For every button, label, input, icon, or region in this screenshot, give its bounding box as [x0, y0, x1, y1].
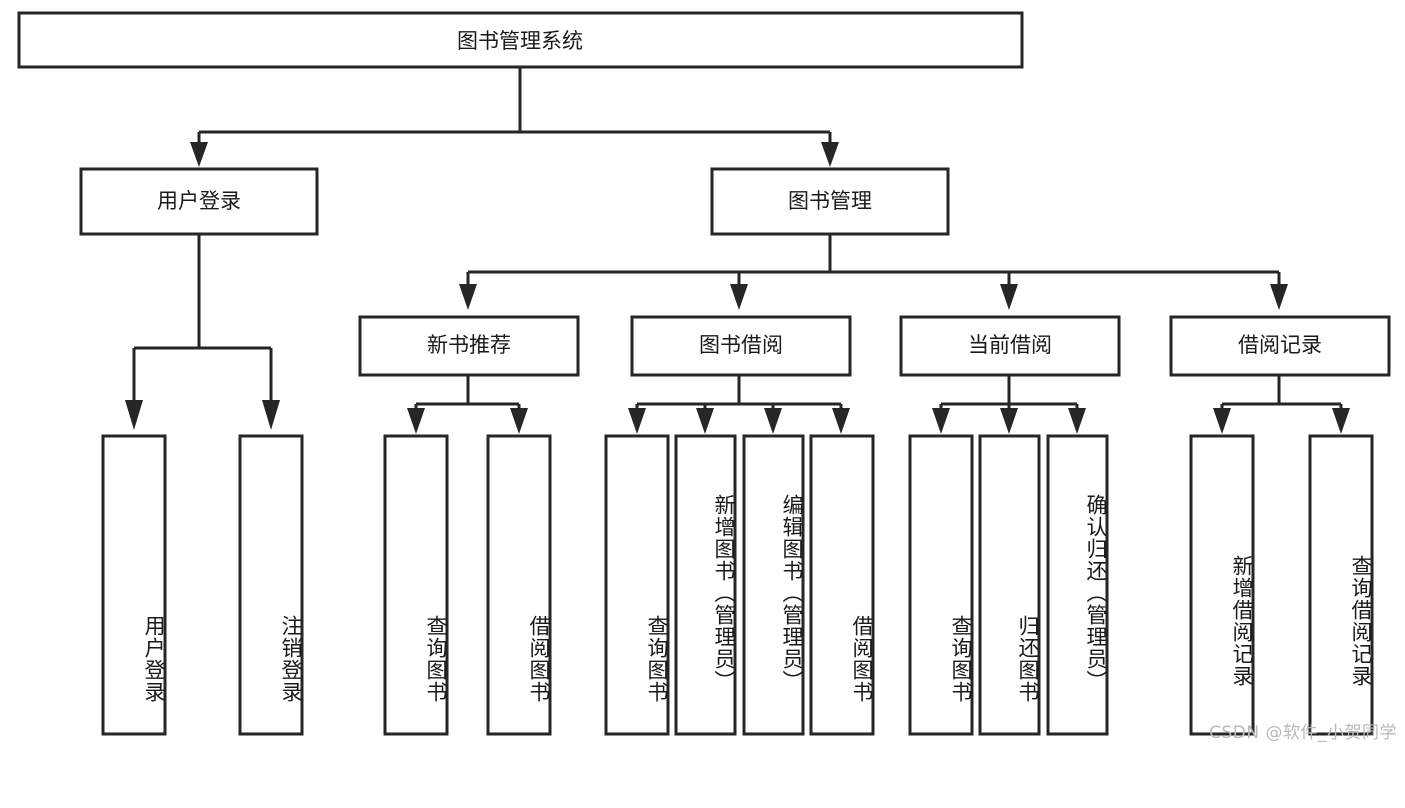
- node-box[interactable]: [1189, 434, 1255, 736]
- arrow-head-icon: [764, 408, 782, 434]
- node-box[interactable]: [238, 434, 304, 736]
- arrow-head-icon: [730, 284, 748, 310]
- node-user-login[interactable]: 用户登录: [79, 167, 319, 236]
- node-box[interactable]: [908, 434, 974, 736]
- node-label: 借阅记录: [1238, 333, 1322, 357]
- arrow-head-icon: [696, 408, 714, 434]
- arrow-head-icon: [1000, 284, 1018, 310]
- hierarchy-diagram: 图书管理系统 用户登录 图书管理 新书推荐 图书借阅 当前借阅 借阅记录: [17, 11, 1397, 743]
- node-root[interactable]: 图书管理系统: [17, 11, 1024, 69]
- arrow-head-icon: [125, 400, 143, 430]
- arrow-head-icon: [1000, 408, 1018, 434]
- watermark: CSDN @软件_小贺同学: [1209, 723, 1397, 743]
- arrow-head-icon: [1068, 408, 1086, 434]
- arrow-head-icon: [832, 408, 850, 434]
- node-box[interactable]: [17, 11, 1024, 69]
- node-box[interactable]: [674, 434, 737, 736]
- arrow-head-icon: [1213, 408, 1231, 434]
- node-box[interactable]: [1169, 315, 1391, 377]
- node-borrow-record[interactable]: 借阅记录: [1169, 315, 1391, 377]
- node-box[interactable]: [1308, 434, 1374, 736]
- node-label: 新书推荐: [427, 333, 511, 357]
- node-book-borrow[interactable]: 图书借阅: [630, 315, 852, 377]
- leaf-boxes: [101, 434, 1374, 736]
- node-current-borrow[interactable]: 当前借阅: [899, 315, 1121, 377]
- node-box[interactable]: [710, 167, 950, 236]
- arrow-head-icon: [932, 408, 950, 434]
- connector-bookborrow-to-leaves: [628, 375, 850, 434]
- node-box[interactable]: [809, 434, 875, 736]
- connector-newbook-to-leaves: [407, 375, 528, 434]
- arrow-head-icon: [1332, 408, 1350, 434]
- node-label: 当前借阅: [968, 333, 1052, 357]
- arrow-head-icon: [510, 408, 528, 434]
- node-label: 图书借阅: [699, 333, 783, 357]
- node-book-management[interactable]: 图书管理: [710, 167, 950, 236]
- arrow-head-icon: [262, 400, 280, 430]
- diagram-canvas: 图书管理系统 用户登录 图书管理 新书推荐 图书借阅 当前借阅 借阅记录: [17, 11, 1391, 736]
- connector-currentborrow-to-leaves: [932, 375, 1086, 434]
- node-box[interactable]: [978, 434, 1041, 736]
- node-label: 图书管理系统: [457, 29, 583, 53]
- node-box[interactable]: [383, 434, 449, 736]
- arrow-head-icon: [1270, 284, 1288, 310]
- node-new-book-recommend[interactable]: 新书推荐: [358, 315, 580, 377]
- arrow-head-icon: [190, 142, 208, 167]
- node-box[interactable]: [79, 167, 319, 236]
- connector-level2-bookmgmt-to-level3: [459, 234, 1288, 310]
- node-label: 图书管理: [788, 189, 872, 213]
- node-box[interactable]: [486, 434, 552, 736]
- node-box[interactable]: [742, 434, 805, 736]
- arrow-head-icon: [821, 142, 839, 167]
- arrow-head-icon: [407, 408, 425, 434]
- connector-userlogin-to-leaves: [125, 234, 280, 430]
- node-box[interactable]: [630, 315, 852, 377]
- connector-root-to-level2: [190, 67, 839, 167]
- arrow-head-icon: [628, 408, 646, 434]
- node-box[interactable]: [1046, 434, 1109, 736]
- node-label: 用户登录: [157, 189, 241, 213]
- node-box[interactable]: [899, 315, 1121, 377]
- node-box[interactable]: [358, 315, 580, 377]
- arrow-head-icon: [459, 284, 477, 310]
- node-box[interactable]: [604, 434, 670, 736]
- connector-borrowrecord-to-leaves: [1213, 375, 1350, 434]
- node-box[interactable]: [101, 434, 167, 736]
